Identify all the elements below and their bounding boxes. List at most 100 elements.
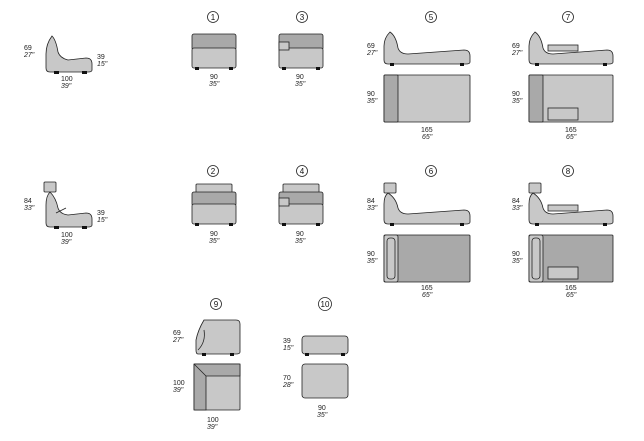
width-cm: 90	[210, 74, 218, 81]
foot	[535, 223, 539, 226]
depth-cm: 90	[512, 251, 520, 258]
width-cm: 90	[296, 74, 304, 81]
headrest	[43, 181, 57, 193]
height-cm: 84	[512, 198, 520, 205]
depth-cm: 100	[61, 76, 73, 83]
width-in: 65"	[566, 292, 577, 299]
module-8: 8 84 33" 90 35" 165 65"	[512, 165, 614, 299]
height-in: 33"	[24, 205, 35, 212]
armrest-block	[278, 197, 290, 207]
foot	[282, 67, 286, 70]
depth-cm: 90	[512, 91, 520, 98]
width-in: 35"	[295, 238, 306, 245]
height-cm: 69	[367, 43, 375, 50]
width-cm: 90	[296, 231, 304, 238]
width-cm: 165	[421, 285, 433, 292]
depth-cm: 90	[367, 251, 375, 258]
height-cm: 69	[173, 330, 181, 337]
module-1: 1 90 35"	[191, 11, 237, 88]
depth-in: 35"	[512, 98, 523, 105]
foot	[282, 223, 286, 226]
foot	[603, 63, 607, 66]
module-number: 6	[429, 167, 434, 176]
foot	[316, 67, 320, 70]
seat-height-cm: 39	[97, 54, 105, 61]
height-in: 33"	[367, 205, 378, 212]
armrest-top	[547, 107, 579, 121]
foot	[535, 63, 539, 66]
depth-cm: 100	[173, 380, 185, 387]
seat-height-in: 15"	[97, 217, 108, 224]
profile-low-back: 69 27" 39 15" 100 39"	[23, 35, 108, 90]
depth-in: 35"	[512, 258, 523, 265]
depth-in: 39"	[61, 83, 72, 90]
back-cushion	[383, 234, 399, 283]
width-in: 65"	[566, 134, 577, 141]
module-number: 5	[429, 13, 434, 22]
profile-high-back: 84 33" 39 15" 100 39"	[24, 181, 108, 246]
foot	[54, 71, 59, 74]
foot	[460, 223, 464, 226]
depth-cm: 90	[367, 91, 375, 98]
height-in: 33"	[512, 205, 523, 212]
width-in: 65"	[422, 134, 433, 141]
height-in: 27"	[23, 52, 35, 59]
module-number: 9	[214, 300, 219, 309]
foot	[195, 223, 199, 226]
foot	[202, 353, 206, 356]
module-7: 7 69 27" 90 35" 165 65"	[511, 11, 614, 141]
module-9: 9 69 27" 100 39" 100 39"	[172, 298, 241, 431]
foot	[195, 67, 199, 70]
height-in: 27"	[172, 337, 184, 344]
depth-in: 35"	[367, 98, 378, 105]
module-number-circle	[318, 297, 332, 311]
height-in: 15"	[283, 345, 294, 352]
foot	[229, 67, 233, 70]
height-cm: 84	[367, 198, 375, 205]
module-number: 1	[211, 13, 216, 22]
foot	[603, 223, 607, 226]
foot	[82, 71, 87, 74]
width-in: 35"	[209, 81, 220, 88]
module-number-circle	[210, 298, 222, 310]
module-number-circle	[562, 165, 574, 177]
armrest-block	[278, 41, 290, 51]
module-5: 5 69 27" 90 35" 165 65"	[366, 11, 471, 141]
seat-height-cm: 39	[97, 210, 105, 217]
foot	[54, 226, 59, 229]
width-in: 35"	[295, 81, 306, 88]
depth-in: 39"	[173, 387, 184, 394]
height-in: 27"	[511, 50, 523, 57]
module-number: 7	[566, 13, 571, 22]
width-in: 65"	[422, 292, 433, 299]
height-cm: 69	[512, 43, 520, 50]
width-cm: 90	[210, 231, 218, 238]
armrest-top	[547, 266, 579, 280]
foot	[390, 223, 394, 226]
module-number: 4	[300, 167, 305, 176]
module-6: 6 84 33" 90 35" 165 65"	[367, 165, 471, 299]
width-in: 35"	[209, 238, 220, 245]
module-number-circle	[296, 165, 308, 177]
headrest	[528, 182, 542, 194]
module-3: 3 90 35"	[278, 11, 324, 88]
foot	[460, 63, 464, 66]
module-number-circle	[207, 165, 219, 177]
back-cushion	[528, 234, 544, 283]
foot	[341, 353, 345, 356]
height-in: 27"	[366, 50, 378, 57]
depth-in: 28"	[282, 382, 294, 389]
width-cm: 165	[565, 127, 577, 134]
module-2: 2 90 35"	[191, 165, 237, 245]
module-number: 8	[566, 167, 571, 176]
foot	[390, 63, 394, 66]
foot	[230, 353, 234, 356]
foot	[229, 223, 233, 226]
module-number: 3	[300, 13, 305, 22]
height-cm: 69	[24, 45, 32, 52]
module-number-circle	[425, 11, 437, 23]
module-10: 10 39 15" 70 28" 90 35"	[282, 297, 349, 419]
module-number-circle	[207, 11, 219, 23]
armrest	[547, 204, 579, 212]
